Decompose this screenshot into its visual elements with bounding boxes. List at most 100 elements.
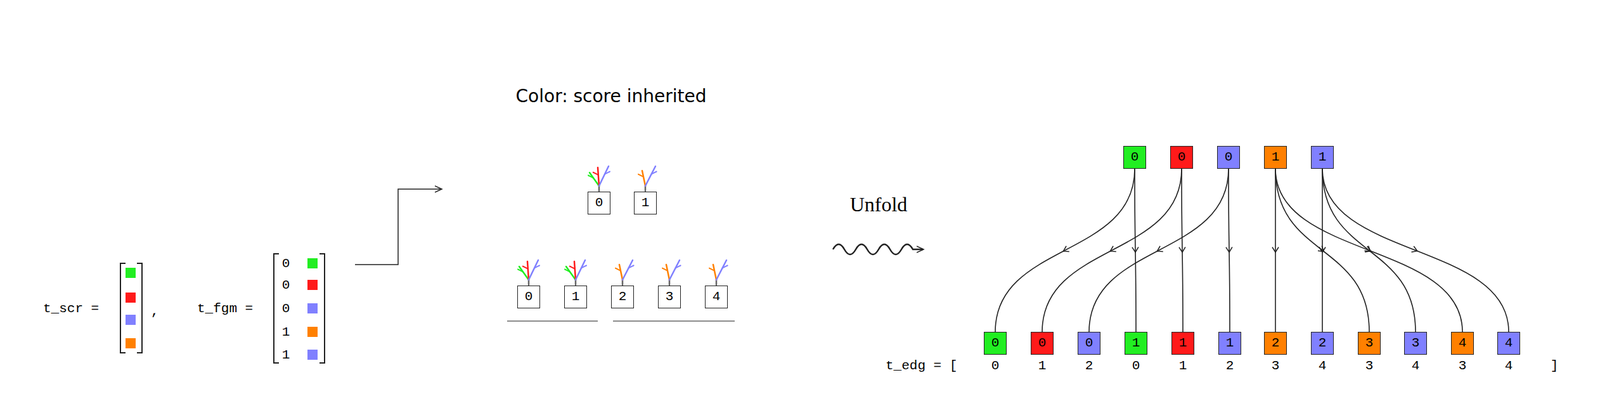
edge-connector xyxy=(1228,168,1230,332)
tree-branch xyxy=(517,268,523,272)
tree-branch xyxy=(581,264,587,268)
tree-branch xyxy=(564,268,570,272)
score-swatch xyxy=(307,349,318,360)
box-label: 1 xyxy=(1318,149,1327,165)
tree-branch xyxy=(622,259,633,280)
variable-name: t_edg = [ xyxy=(885,358,958,373)
variable-name: t_fgm = xyxy=(197,301,253,316)
index-box: 4 xyxy=(1497,331,1521,355)
edge-connector xyxy=(1181,168,1183,332)
box-label: 2 xyxy=(1271,335,1280,351)
tree-branch xyxy=(675,264,681,268)
edge-connector xyxy=(1275,168,1370,332)
index-box: 0 xyxy=(517,285,541,309)
score-swatch xyxy=(307,326,318,337)
box-label: 0 xyxy=(991,335,1000,351)
tree-branch xyxy=(575,259,586,280)
array-entry: 3 xyxy=(1458,358,1467,373)
matrix-entry: 1 xyxy=(282,347,291,362)
array-entry: 1 xyxy=(1038,358,1047,373)
tree-branch xyxy=(528,259,539,280)
tree-branch xyxy=(628,264,634,268)
matrix-bracket xyxy=(120,263,126,353)
array-entry: 2 xyxy=(1085,358,1094,373)
tree-branch xyxy=(645,166,656,186)
array-entry: 3 xyxy=(1271,358,1280,373)
edge-connector xyxy=(1322,168,1509,332)
array-entry: 4 xyxy=(1318,358,1327,373)
tree-branch xyxy=(588,174,594,178)
tree-branch xyxy=(669,259,680,280)
index-box: 4 xyxy=(1451,331,1474,355)
tree-branch xyxy=(569,266,575,269)
edge-connector xyxy=(1274,168,1277,332)
tree-branch xyxy=(722,264,728,268)
score-swatch xyxy=(125,267,136,278)
matrix-entry: 0 xyxy=(282,256,291,271)
array-entry: 3 xyxy=(1365,358,1374,373)
tree-branch xyxy=(522,266,529,269)
index-box: 1 xyxy=(633,191,657,215)
group-underline xyxy=(612,320,735,322)
box-label: 1 xyxy=(641,195,650,211)
tree-branch xyxy=(519,266,529,280)
box-label: 0 xyxy=(1177,149,1187,165)
score-swatch xyxy=(307,279,318,290)
group-underline xyxy=(507,320,598,322)
diagram-title: Color: score inherited xyxy=(516,85,707,107)
index-box: 3 xyxy=(1357,331,1381,355)
box-label: 0 xyxy=(1085,335,1094,351)
box-label: 3 xyxy=(1365,335,1374,351)
tree-branch xyxy=(666,264,670,280)
punctuation: , xyxy=(150,303,160,319)
index-box: 1 xyxy=(1264,145,1287,169)
index-box: 0 xyxy=(1217,145,1240,169)
tree-branch xyxy=(651,171,657,174)
tree-branch xyxy=(716,259,727,280)
tree-branch xyxy=(619,264,623,280)
step-label: Unfold xyxy=(850,192,908,217)
array-entry: 0 xyxy=(991,358,1000,373)
tree-branch xyxy=(662,268,668,271)
tree-branch xyxy=(709,268,715,271)
index-box: 1 xyxy=(564,285,588,309)
box-label: 4 xyxy=(712,289,721,305)
squiggle-arrow xyxy=(832,244,923,255)
tree-branch xyxy=(599,166,609,186)
index-box: 2 xyxy=(611,285,634,309)
matrix-entry: 1 xyxy=(282,324,291,340)
index-box: 1 xyxy=(1218,331,1242,355)
tree-branch xyxy=(589,172,600,186)
box-label: 0 xyxy=(1130,149,1140,165)
box-label: 3 xyxy=(1411,335,1420,351)
array-entry: 2 xyxy=(1225,358,1235,373)
array-entry: 4 xyxy=(1504,358,1514,373)
score-swatch xyxy=(307,258,318,269)
box-label: 2 xyxy=(1318,335,1327,351)
box-label: 4 xyxy=(1458,335,1467,351)
tree-branch xyxy=(597,167,600,186)
tree-branch xyxy=(593,172,599,175)
tree-branch xyxy=(615,268,621,271)
index-box: 0 xyxy=(587,191,611,215)
edge-connector xyxy=(1275,168,1463,332)
index-box: 1 xyxy=(1171,331,1195,355)
score-swatch xyxy=(125,337,136,349)
tree-branch xyxy=(566,266,576,280)
box-label: 0 xyxy=(1038,335,1047,351)
variable-name: t_scr = xyxy=(43,301,99,316)
matrix-bracket xyxy=(136,263,142,353)
box-label: 0 xyxy=(524,289,534,305)
edge-connector xyxy=(1089,168,1229,332)
index-box: 1 xyxy=(1124,331,1148,355)
index-box: 0 xyxy=(1077,331,1101,355)
score-swatch xyxy=(125,292,136,303)
matrix-entry: 0 xyxy=(282,301,291,316)
edge-connector xyxy=(1134,168,1136,332)
index-box: 3 xyxy=(1404,331,1427,355)
tree-branch xyxy=(574,261,576,280)
score-swatch xyxy=(125,314,136,325)
box-label: 1 xyxy=(1225,335,1235,351)
tree-branch xyxy=(638,174,644,177)
